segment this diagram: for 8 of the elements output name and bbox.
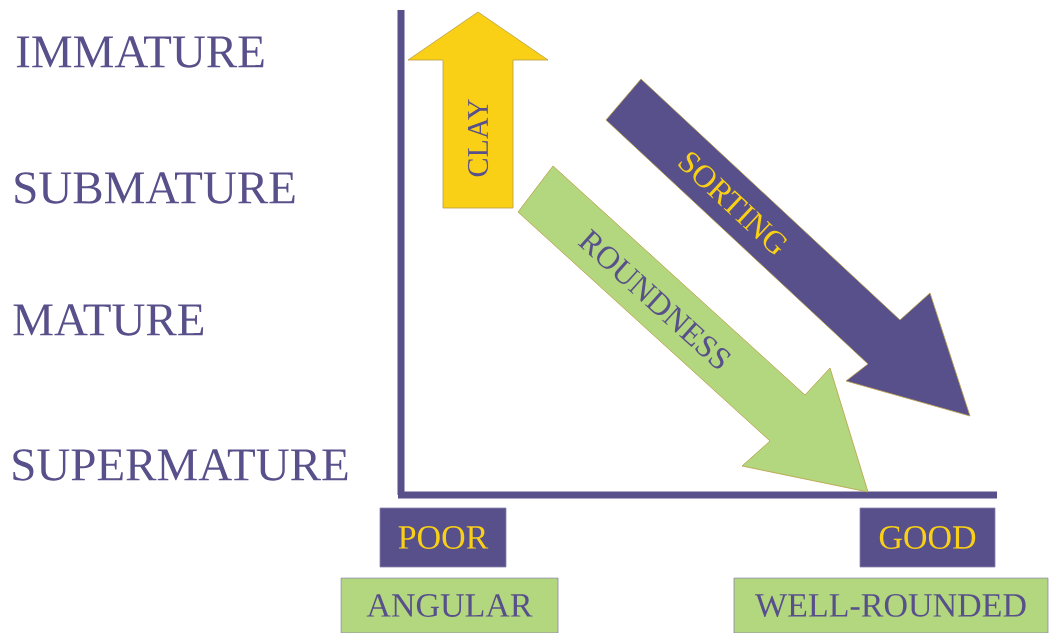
label-box: ANGULAR bbox=[340, 577, 559, 633]
label-box: WELL-ROUNDED bbox=[733, 577, 1049, 633]
maturity-label: IMMATURE bbox=[16, 36, 264, 68]
maturity-label: SUBMATURE bbox=[15, 172, 295, 204]
label-box: GOOD bbox=[859, 507, 996, 568]
label-box: POOR bbox=[379, 507, 507, 568]
maturity-label: SUPERMATURE bbox=[13, 449, 348, 481]
maturity-label: MATURE bbox=[13, 304, 204, 336]
